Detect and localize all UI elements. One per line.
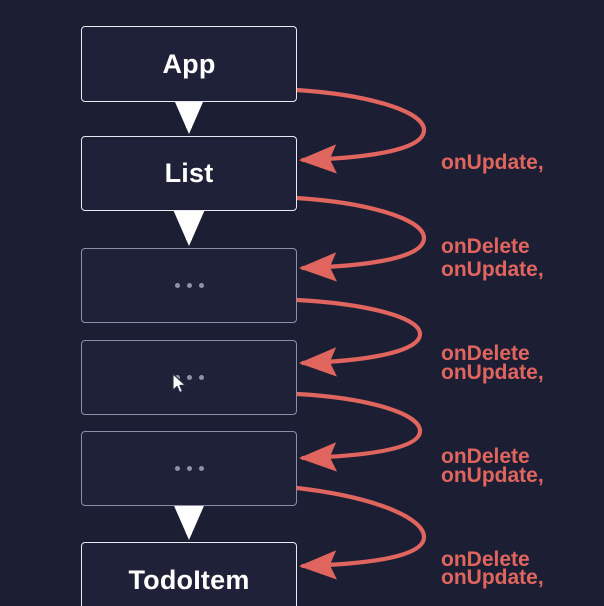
ellipsis-icon [174, 375, 204, 380]
callback-label-5: onUpdate, onDelete [441, 508, 544, 606]
callback-label-2: onUpdate, onDelete [441, 200, 544, 423]
ellipsis-icon [174, 466, 204, 471]
callback-label-3: onUpdate, onDelete [441, 303, 544, 526]
callback-arrow-mid1-to-mid2 [294, 297, 423, 377]
callback-label-1-line2: onDelete [441, 234, 530, 258]
node-placeholder-2[interactable] [81, 340, 297, 415]
node-label-todoitem: TodoItem [128, 564, 250, 595]
callback-label-2-line2: onDelete [441, 341, 530, 365]
callback-label-1: onUpdate, onDelete [441, 93, 544, 316]
callback-label-4-line1: onUpdate, [441, 463, 544, 487]
node-list[interactable]: List [81, 136, 297, 211]
node-label-list: List [164, 158, 214, 188]
callback-label-4-line2: onDelete [441, 547, 530, 571]
node-todoitem[interactable]: TodoItem [81, 542, 297, 606]
node-app[interactable]: App [81, 26, 297, 102]
ellipsis-icon [174, 283, 204, 288]
node-label-app: App [162, 48, 216, 79]
callback-arrow-mid2-to-mid3 [294, 391, 423, 472]
callback-arrow-app-to-list [294, 87, 427, 174]
callback-arrow-list-to-mid1 [294, 195, 427, 282]
callback-label-2-line1: onUpdate, [441, 257, 544, 281]
node-placeholder-3[interactable] [81, 431, 297, 506]
callback-label-1-line1: onUpdate, [441, 150, 544, 174]
callback-label-3-line2: onDelete [441, 444, 530, 468]
callback-label-3-line1: onUpdate, [441, 360, 544, 384]
node-placeholder-1[interactable] [81, 248, 297, 323]
callback-label-5-line1: onUpdate, [441, 565, 544, 589]
callback-arrow-mid3-to-todoitem [294, 485, 427, 580]
callback-label-4: onUpdate, onDelete [441, 406, 544, 606]
